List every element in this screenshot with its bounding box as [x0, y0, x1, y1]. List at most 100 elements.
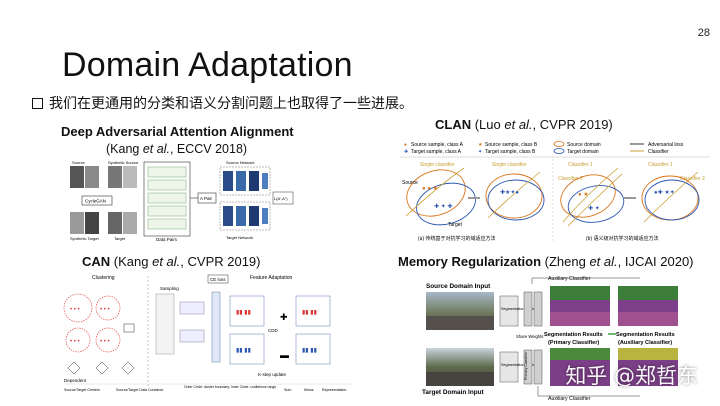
feature-column	[211, 291, 221, 363]
panel-b2-source-ellipse	[641, 175, 699, 221]
source-aux-classifier	[533, 291, 543, 327]
loss-box	[272, 191, 294, 205]
label-seg-aux-2: (Auxiliary Classifier)	[618, 340, 672, 346]
target-seg-primary-veg	[550, 348, 610, 360]
pair-row-5	[147, 218, 187, 230]
panel-b1-tgt-samples: ✚ ✦	[588, 205, 600, 212]
target-aux-classifier	[533, 349, 543, 385]
cluster-circle-1	[63, 293, 93, 323]
bullet-point: 我们在更通用的分类和语义分割问题上也取得了一些进展。	[32, 93, 413, 113]
label-source: Source	[72, 160, 85, 165]
synthetic-target-image-2	[85, 212, 99, 234]
legend-tgt-a-marker: ✚	[404, 149, 408, 155]
feature-grid-1	[229, 295, 265, 327]
cluster-1-points: • • •	[70, 307, 80, 313]
panel-b1-classifier1-label: Classifier 1	[568, 162, 593, 168]
grid-1-marks: ▮▮ ▮▮	[236, 310, 251, 316]
data-container-box	[123, 323, 135, 333]
memreg-etal: et al.	[589, 254, 618, 269]
label-seg-primary-1: Segmentation Results	[544, 332, 603, 338]
can-legend-circles: Outer Circle: cluster boundary; Inner Ci…	[184, 385, 276, 389]
target-image-1	[108, 212, 122, 234]
source-image-1	[70, 166, 84, 188]
label-aux-classifier-top: Auxiliary Classifier	[548, 276, 591, 282]
legend-src-dom-marker	[553, 141, 565, 147]
cluster-2-points: • • •	[100, 307, 110, 313]
panel-b2-samples: ●✚ ★✦	[654, 189, 675, 196]
panel-a2-samples: ✚★✦●	[500, 189, 519, 196]
label-cdd: CDD	[268, 328, 278, 333]
label-a-pair: A Pair	[200, 196, 213, 201]
label-synthetic-target: Synthetic Target	[70, 236, 99, 241]
target-seg-aux-veg	[618, 348, 678, 360]
feature-grid-3	[295, 295, 331, 327]
clan-figure: ● Source sample, class A ✚ Target sample…	[398, 138, 712, 250]
src-feat-3	[249, 171, 259, 191]
label-ce-loss: CE loss	[210, 277, 226, 282]
panel-b1-classifier-line-1	[562, 167, 619, 223]
target-seg-model	[499, 351, 519, 383]
panel-a1-samples: ● ● ★	[422, 185, 438, 192]
source-primary-classifier	[523, 291, 533, 327]
can-venue: , CVPR 2019)	[180, 254, 261, 269]
legend-cls: Classifier	[648, 149, 669, 155]
panel-b1-target-ellipse	[567, 185, 625, 223]
daaa-venue: , ECCV 2018)	[169, 142, 248, 156]
panel-a1-target-label: Target	[448, 222, 463, 228]
source-seg-primary-road	[550, 312, 610, 326]
checkbox-bullet-icon	[32, 97, 43, 109]
label-cyclegan: CycleGAN	[85, 199, 106, 204]
target-image-2	[123, 212, 137, 234]
label-dependent: Dependent	[64, 378, 87, 383]
src-feat-2	[236, 171, 246, 191]
label-synthetic-source: Synthetic Source	[108, 160, 139, 165]
memreg-name: Memory Regularization	[398, 254, 542, 269]
grid-3-marks: ▮▮ ▮▮	[302, 310, 317, 316]
cluster-4-points: • • •	[100, 339, 110, 345]
can-legend-sum: Sum	[284, 388, 291, 392]
feature-grid-4	[295, 333, 331, 365]
panel-b1-source-ellipse	[560, 174, 616, 218]
tgt-feat-2	[236, 206, 246, 226]
cluster-circle-4	[95, 327, 121, 353]
label-feature-adaptation: Feature Adaptation	[250, 275, 292, 281]
label-seg-model-1: Segmentation Model	[501, 307, 536, 311]
label-loss: L(A',A'')	[274, 196, 288, 201]
legend-tgt-dom-marker	[553, 148, 565, 154]
pair-row-2	[147, 179, 187, 191]
memreg-authors: (Zheng	[541, 254, 590, 269]
label-target-network: Target Network	[226, 235, 253, 240]
label-data-pairs: Data Pairs	[156, 237, 178, 242]
label-seg-primary-2: (Primary Classifier)	[548, 340, 599, 346]
label-primary-classifier: Primary Classifier	[524, 351, 528, 380]
legend-src-a: Source sample, class A	[411, 142, 464, 148]
panel-a1-tgt-samples: ✚ ✦ ✚	[434, 203, 452, 210]
ce-loss-box	[207, 274, 229, 284]
memreg-venue: , IJCAI 2020)	[617, 254, 694, 269]
sum-icon: ✚	[280, 312, 288, 322]
cluster-circle-3	[65, 327, 91, 353]
aux-arrow-top	[531, 277, 640, 284]
memreg-title: Memory Regularization (Zheng et al., IJC…	[398, 254, 694, 269]
panel-a2-source-ellipse	[485, 173, 543, 219]
src-feat-1	[223, 171, 233, 191]
tgt-feat-3	[249, 206, 259, 226]
daaa-authors: (Kang	[106, 142, 143, 156]
panel-b1-classifier2-label: Classifier 2	[558, 176, 583, 182]
label-seg-aux-1: Segmentation Results	[616, 332, 675, 338]
legend-src-dom: Source domain	[567, 142, 601, 148]
label-k-step: K-step update	[258, 372, 287, 377]
bullet-text: 我们在更通用的分类和语义分割问题上也取得了一些进展。	[49, 96, 413, 112]
clan-venue: , CVPR 2019)	[532, 117, 613, 132]
sampling-box	[155, 293, 175, 355]
tgt-feat-1	[223, 206, 233, 226]
aux-arrow-bottom	[537, 386, 640, 397]
label-share-weights: Share Weights	[516, 334, 543, 339]
label-clustering: Clustering	[92, 275, 115, 281]
panel-a1-target-ellipse	[416, 182, 476, 226]
label-target: Target	[114, 236, 126, 241]
daaa-title: Deep Adversarial Attention Alignment	[61, 124, 294, 139]
panel-b2-classifier1-label: Classifier 1	[648, 162, 673, 168]
decision-diamond-3	[121, 361, 135, 375]
src-feat-4	[262, 173, 268, 189]
